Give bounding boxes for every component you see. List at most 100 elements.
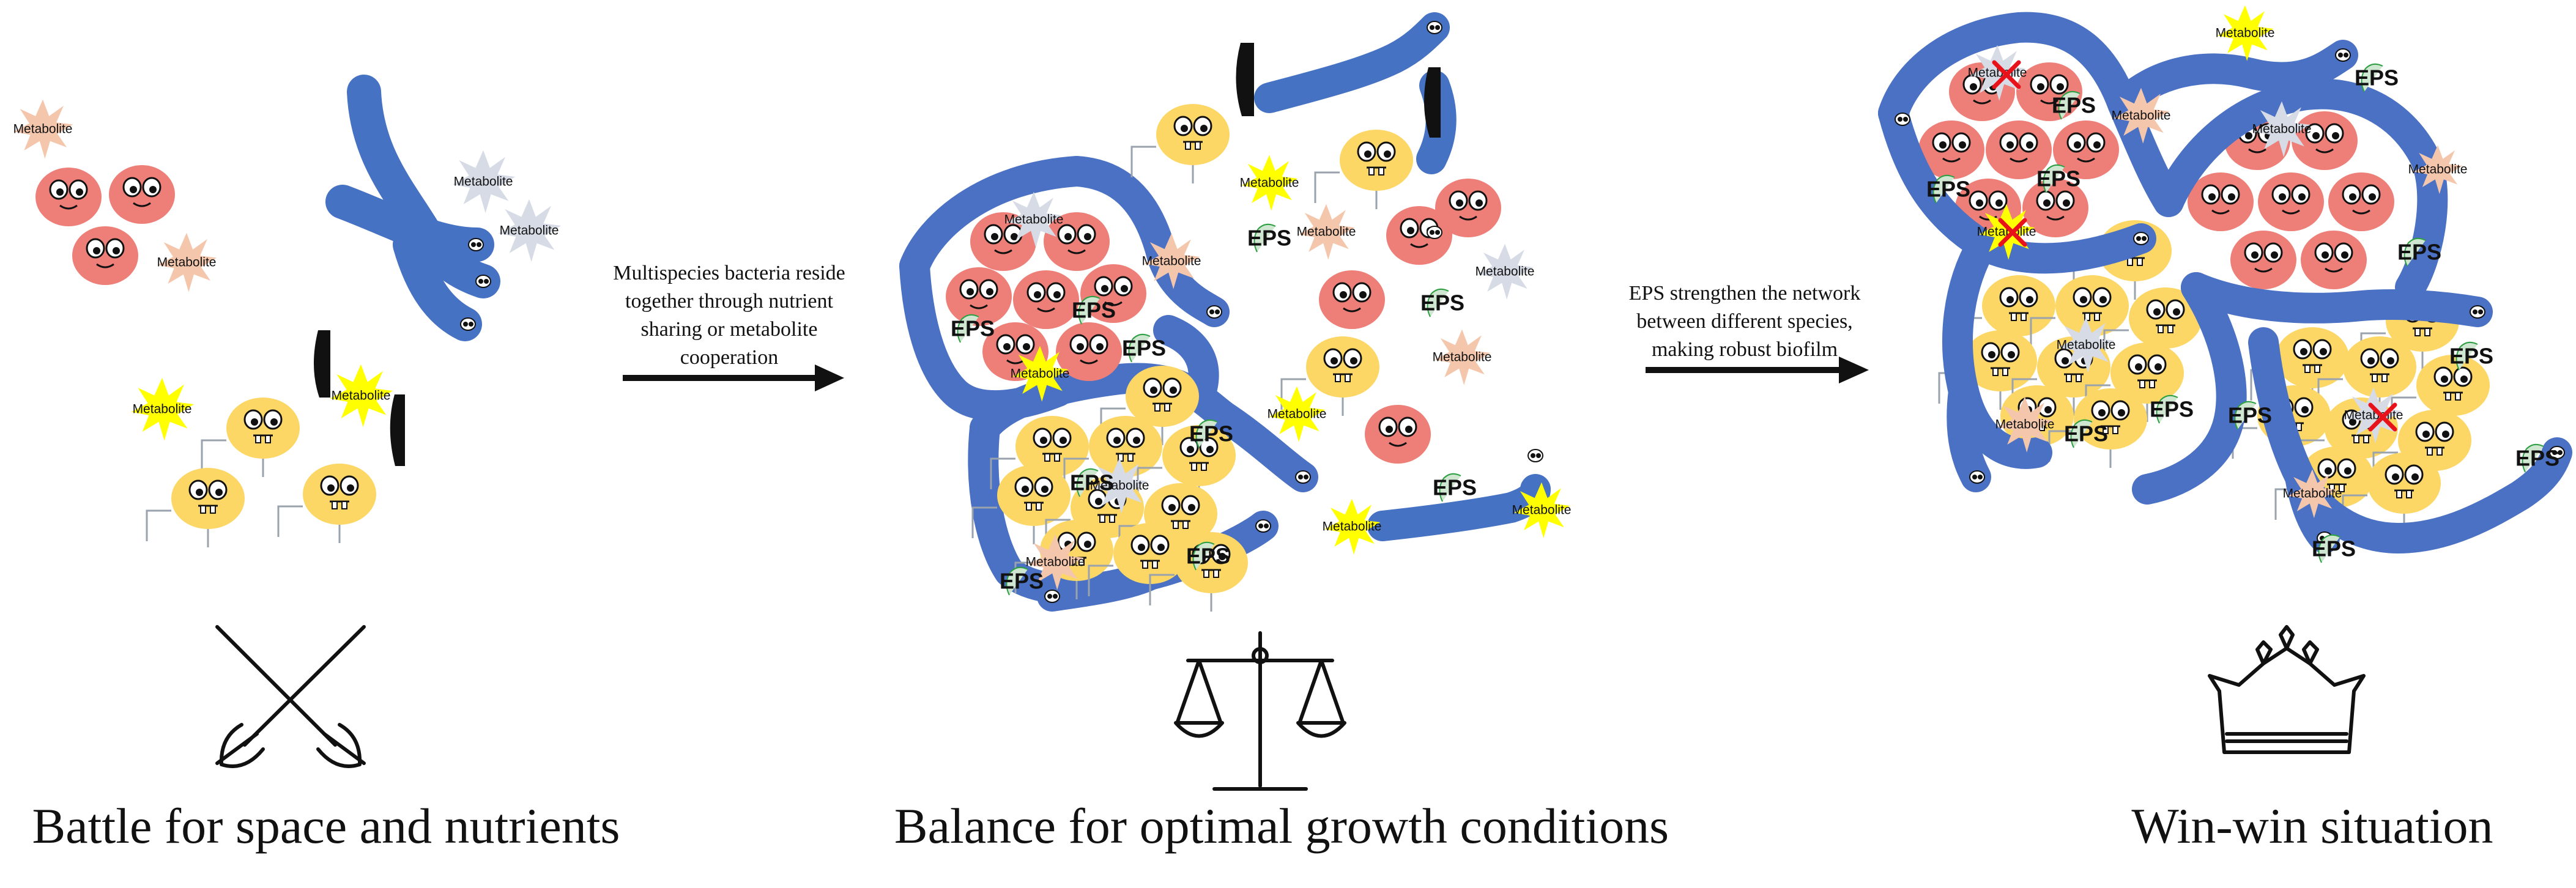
arrow-2-line-1: EPS strengthen the network [1629,282,1861,305]
metabolite-grey: Metabolite [1004,191,1064,248]
arrow-1-line-3: sharing or metabolite [641,318,818,341]
arrow-1-line-2: together through nutrient [625,290,833,313]
metabolite-peach: Metabolite [1142,233,1201,289]
svg-text:Metabolite: Metabolite [1475,265,1535,279]
arrow-1-line-4: cooperation [680,346,779,369]
caption-battle: Battle for space and nutrients [32,798,620,854]
svg-text:EPS: EPS [1926,177,1970,202]
svg-text:EPS: EPS [1122,336,1166,361]
svg-text:EPS: EPS [1189,421,1233,446]
svg-text:Metabolite: Metabolite [1090,479,1149,493]
inhibitor-bar [313,330,330,398]
svg-text:Metabolite: Metabolite [1268,407,1327,421]
eps-label: EPS [2312,534,2356,563]
metabolite-yellow: Metabolite [1512,482,1571,538]
svg-text:Metabolite: Metabolite [1240,176,1299,190]
svg-text:Metabolite: Metabolite [332,389,391,403]
svg-text:Metabolite: Metabolite [1004,213,1064,227]
eps-label: EPS [2036,164,2080,193]
svg-text:EPS: EPS [1072,298,1116,323]
svg-text:Metabolite: Metabolite [157,256,217,270]
metabolite-peach: Metabolite [2408,145,2468,194]
caption-winwin: Win-win situation [2131,798,2493,854]
eps-label: EPS [1070,468,1114,497]
red-cell [1364,404,1432,465]
svg-text:EPS: EPS [1433,475,1477,500]
eps-label: EPS [1247,223,1291,253]
metabolite-yellow: Metabolite [1240,155,1299,211]
metabolite-peach: Metabolite [1433,329,1492,385]
svg-text:EPS: EPS [2355,65,2399,91]
svg-text:EPS: EPS [2064,421,2108,446]
metabolite-peach: Metabolite [1026,534,1085,590]
metabolite-peach: Metabolite [2283,469,2342,519]
svg-text:Metabolite: Metabolite [2112,109,2171,123]
eps-label: EPS [2449,341,2493,371]
metabolite-yellow: Metabolite [330,364,393,427]
metabolite-peach: Metabolite [1297,204,1356,260]
arrow-1: Multispecies bacteria reside together th… [613,262,845,391]
svg-text:Metabolite: Metabolite [1433,350,1492,364]
metabolite-grey: Metabolite [1475,243,1535,300]
eps-label: EPS [951,314,995,343]
svg-text:EPS: EPS [1247,226,1291,251]
inhibitor-bar [1423,67,1441,138]
metabolite-peach: Metabolite [2112,87,2171,144]
eps-label: EPS [2052,91,2096,120]
svg-text:Metabolite: Metabolite [2057,338,2116,352]
eps-label: EPS [2515,443,2559,473]
svg-text:EPS: EPS [1420,290,1464,316]
crossed-swords-icon [215,625,366,768]
svg-text:Metabolite: Metabolite [1011,367,1070,381]
arrow-2-line-2: between different species, [1636,310,1852,333]
crown-icon [2208,625,2366,754]
metabolite-yellow: Metabolite [1977,204,2036,260]
eps-label: EPS [2397,237,2441,267]
eps-label: EPS [1433,473,1477,502]
yellow-cell [1314,128,1414,210]
eps-label: EPS [2064,419,2108,448]
eps-label: EPS [2228,401,2272,430]
red-cell [2257,171,2325,232]
svg-text:Metabolite: Metabolite [1977,225,2036,239]
svg-text:Metabolite: Metabolite [133,402,192,416]
eps-label: EPS [1186,541,1230,571]
metabolite-peach: Metabolite [1995,396,2055,453]
svg-text:Metabolite: Metabolite [1142,254,1201,268]
eps-label: EPS [1926,174,1970,204]
metabolite-yellow: Metabolite [2216,5,2274,61]
red-cell [1318,269,1386,330]
eps-label: EPS [1000,566,1044,596]
metabolite-peach: Metabolite [13,99,73,159]
svg-text:EPS: EPS [1000,569,1044,594]
metabolite-yellow: Metabolite [1323,498,1381,555]
eps-label: EPS [2355,63,2399,92]
arrow-1-line-1: Multispecies bacteria reside [613,262,845,284]
svg-text:Metabolite: Metabolite [1995,418,2055,432]
yellow-cell [1130,103,1231,185]
svg-text:Metabolite: Metabolite [2283,487,2342,501]
metabolite-grey: Metabolite [1090,457,1149,514]
inhibitor-bar [390,394,405,466]
arrow-2: EPS strengthen the network between diffe… [1629,282,1869,383]
metabolite-peach: Metabolite [157,232,217,292]
red-cell [108,164,176,225]
svg-text:Metabolite: Metabolite [2408,163,2468,177]
svg-text:EPS: EPS [2312,536,2356,561]
balance-scale-icon [1174,631,1346,791]
svg-text:Metabolite: Metabolite [500,224,559,238]
metabolite-yellow: Metabolite [131,377,195,441]
red-cell [1012,269,1080,330]
eps-label: EPS [1122,333,1166,363]
svg-text:EPS: EPS [1070,470,1114,495]
caption-balance: Balance for optimal growth conditions [894,798,1669,854]
svg-text:Metabolite: Metabolite [13,122,73,136]
svg-text:EPS: EPS [2052,93,2096,118]
eps-label: EPS [1189,419,1233,448]
panel-balance: Metabolite Metabolite Metabolite Metabol… [894,12,1669,854]
yellow-cell [277,462,377,544]
metabolite-grey: Metabolite [2057,317,2116,373]
red-cell [2327,171,2396,232]
svg-text:Metabolite: Metabolite [454,175,513,189]
